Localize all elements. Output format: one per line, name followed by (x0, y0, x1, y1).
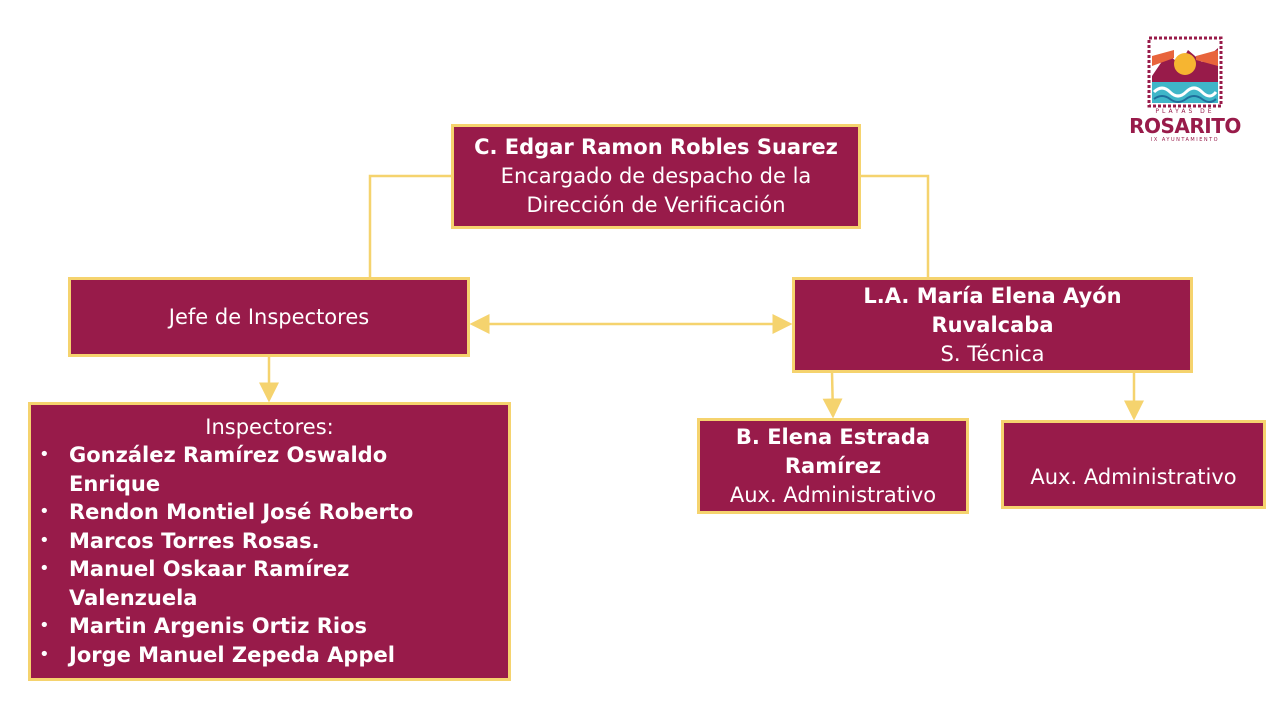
inspectors-list: González Ramírez Oswaldo Enrique Rendon … (31, 441, 451, 669)
secretary-name-line2: Ruvalcaba (931, 312, 1054, 337)
connector-director-to-chief (368, 174, 452, 278)
list-item: Rendon Montiel José Roberto (31, 498, 451, 527)
director-name: C. Edgar Ramon Robles Suarez (474, 135, 838, 159)
secretary-name-line1: L.A. María Elena Ayón (863, 283, 1122, 308)
aux-1-name-line1: B. Elena Estrada (735, 424, 931, 449)
rosarito-emblem-icon (1147, 36, 1223, 108)
logo-top-text: PLAYAS DE (1155, 108, 1215, 115)
list-item: Marcos Torres Rosas. (31, 527, 451, 556)
chief-inspectors-box: Jefe de Inspectores (68, 277, 470, 357)
director-role-line2: Dirección de Verificación (526, 193, 786, 217)
technical-secretary-box: L.A. María Elena Ayón Ruvalcaba S. Técni… (792, 277, 1193, 373)
inspectors-box: Inspectores: González Ramírez Oswaldo En… (28, 402, 511, 681)
logo-bottom-text: IX AYUNTAMIENTO (1150, 137, 1220, 143)
list-item: Jorge Manuel Zepeda Appel (31, 641, 451, 670)
aux-1-box: B. Elena Estrada Ramírez Aux. Administra… (697, 418, 969, 514)
aux-1-name-line2: Ramírez (784, 453, 882, 478)
aux-1-role: Aux. Administrativo (729, 482, 937, 507)
connector-secretary-to-aux1 (822, 371, 843, 419)
rosarito-logo: PLAYAS DE ROSARITO IX AYUNTAMIENTO (1122, 36, 1248, 152)
aux-2-role: Aux. Administrativo (1030, 465, 1237, 489)
chief-inspectors-role: Jefe de Inspectores (168, 304, 370, 329)
connector-director-to-secretary (860, 174, 930, 278)
list-item: González Ramírez Oswaldo Enrique (31, 441, 451, 498)
logo-wordmark: ROSARITO (1129, 114, 1241, 138)
director-role-line1: Encargado de despacho de la (500, 164, 812, 188)
secretary-role: S. Técnica (940, 341, 1045, 366)
inspectors-title: Inspectores: (205, 415, 334, 439)
director-box: C. Edgar Ramon Robles Suarez Encargado d… (451, 124, 861, 229)
list-item: Martin Argenis Ortiz Rios (31, 612, 451, 641)
aux-2-box: Aux. Administrativo (1001, 420, 1266, 509)
list-item: Manuel Oskaar Ramírez Valenzuela (31, 555, 451, 612)
